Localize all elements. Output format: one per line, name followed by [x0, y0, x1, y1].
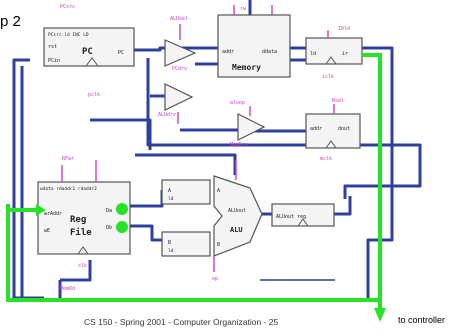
alu-out-register: ALUout reg	[272, 204, 334, 226]
svg-text:Da: Da	[106, 208, 112, 214]
svg-text:rw: rw	[240, 6, 247, 12]
svg-text:PCsrc ld INC LD: PCsrc ld INC LD	[48, 32, 89, 38]
svg-text:MemDrv: MemDrv	[230, 142, 248, 148]
to-controller-label: to controller	[398, 315, 445, 325]
svg-text:File: File	[70, 227, 92, 238]
svg-text:PCin: PCin	[48, 58, 60, 64]
pc-register: PCsrc ld INC LD rst PCin PC PC pclk	[44, 28, 134, 98]
memory-block: addr ddata Memory rw	[218, 5, 290, 77]
tristate-buffer-1: PCdrv	[165, 40, 195, 72]
mem-address-register: addr dout mclk	[306, 104, 360, 162]
svg-text:wrAddr: wrAddr	[44, 211, 62, 217]
svg-text:Db: Db	[106, 225, 112, 231]
svg-text:RFwr: RFwr	[62, 156, 74, 162]
svg-text:ALUsel: ALUsel	[170, 16, 188, 22]
register-file: wdata rdaddr1 rdaddr2 wrAddr wE Da Db Re…	[38, 160, 130, 269]
svg-text:iclk: iclk	[322, 74, 334, 80]
svg-text:op: op	[212, 276, 218, 282]
svg-text:ALU: ALU	[230, 226, 243, 234]
svg-text:A: A	[168, 188, 171, 194]
svg-text:clk: clk	[78, 263, 87, 269]
svg-text:rst: rst	[48, 44, 57, 50]
svg-text:Bsel: Bsel	[332, 98, 344, 104]
svg-text:ir: ir	[342, 51, 348, 57]
svg-text:dout: dout	[338, 126, 350, 132]
svg-text:ALUout: ALUout	[228, 208, 246, 214]
b-register: B ld	[162, 232, 210, 256]
svg-text:ld: ld	[168, 248, 174, 254]
svg-text:Memory: Memory	[232, 63, 261, 72]
svg-text:addr: addr	[222, 49, 234, 55]
svg-text:B: B	[217, 242, 220, 248]
svg-text:PC: PC	[82, 47, 93, 57]
svg-text:PC: PC	[118, 50, 124, 56]
svg-text:addr: addr	[310, 126, 322, 132]
svg-text:Reg: Reg	[70, 215, 86, 225]
svg-text:ALUdrv: ALUdrv	[158, 112, 176, 118]
footer-text: CS 150 - Spring 2001 - Computer Organiza…	[84, 317, 278, 327]
slide-title-fragment: p 2	[0, 13, 21, 30]
svg-text:aluop: aluop	[230, 100, 245, 106]
svg-text:PCsrc: PCsrc	[60, 4, 75, 10]
a-register: A ld	[162, 180, 210, 204]
svg-text:ld: ld	[168, 196, 174, 202]
svg-text:A: A	[217, 188, 220, 194]
ir-register: ld ir iclk	[306, 30, 362, 80]
svg-text:wdata rdaddr1 rdaddr2: wdata rdaddr1 rdaddr2	[40, 186, 97, 192]
svg-text:pclk: pclk	[88, 92, 100, 98]
svg-text:wE: wE	[44, 228, 50, 234]
svg-text:IRld: IRld	[338, 26, 350, 32]
tristate-buffer-2: ALUdrv	[158, 84, 192, 118]
svg-text:PCdrv: PCdrv	[172, 66, 187, 72]
alu: A B ALU ALUout op	[212, 160, 262, 282]
svg-text:B: B	[168, 240, 171, 246]
svg-text:ALUout reg: ALUout reg	[276, 214, 306, 220]
svg-text:ddata: ddata	[262, 49, 277, 55]
svg-text:ld: ld	[310, 51, 316, 57]
svg-text:MemRd: MemRd	[60, 286, 75, 292]
svg-text:mclk: mclk	[320, 156, 332, 162]
